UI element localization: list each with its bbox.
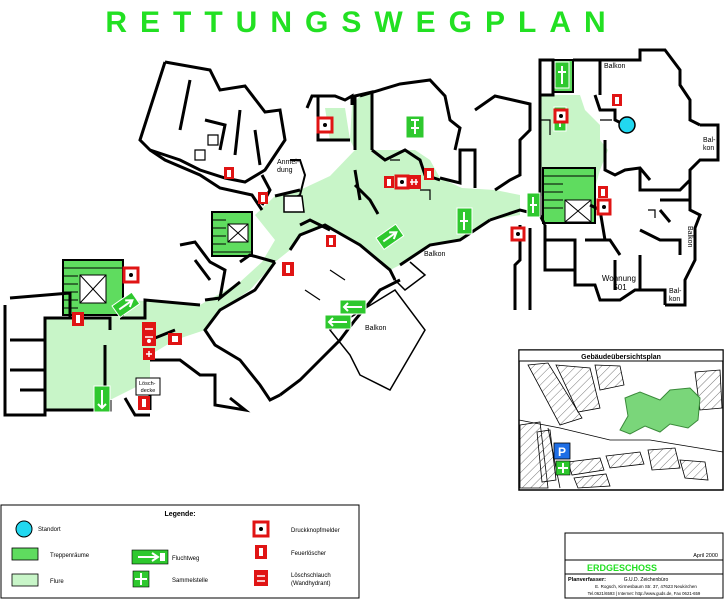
legend-standort-label: Standort <box>38 527 61 533</box>
feuerloescher-sign <box>72 312 84 326</box>
druckknopf-sign <box>394 174 410 190</box>
label-balkon-top-right: Balkon <box>604 63 626 70</box>
legend-sammelstelle-symbol <box>132 570 150 588</box>
legend: Legende: Standort Treppenräume Flure Flu… <box>0 504 360 599</box>
feuerloescher-sign <box>282 262 294 276</box>
extinguisher-signs <box>72 94 622 410</box>
floor-plan <box>3 48 720 417</box>
title-block-date: April 2000 <box>693 553 718 559</box>
legend-fluchtweg-symbol <box>131 549 169 565</box>
fluchtweg-sign <box>526 192 541 218</box>
walls <box>3 48 720 417</box>
legend-loeschschlauch-symbol <box>254 570 268 586</box>
standort-marker <box>618 116 636 134</box>
legend-standort-symbol <box>15 520 33 538</box>
druckknopf-sign <box>596 198 612 216</box>
feuerloescher-sign <box>598 186 608 198</box>
label-wohnung-line2: 501 <box>613 283 627 292</box>
parking-sign <box>553 442 571 460</box>
floor-name-box <box>564 559 724 575</box>
overview-title-bar <box>518 349 724 362</box>
label-loeschdecke-line2: decke <box>141 388 156 394</box>
overview-buildings <box>519 362 723 489</box>
label-balkon-right-mid: Balkon <box>686 226 693 248</box>
label-anmeldung: Anmel- dung <box>277 159 301 174</box>
legend-loeschschlauch-line1: Löschschlauch <box>291 573 331 579</box>
room-labels: Anmel- dung Balkon Bal- kon Balkon Balko… <box>135 63 717 396</box>
legend-flur-symbol <box>11 573 39 587</box>
fluchtweg-sign <box>375 223 405 251</box>
label-loeschdecke-line1: Lösch- <box>139 381 156 387</box>
planverfasser-label: Planverfasser: <box>568 577 606 583</box>
label-anmeldung-line1: Anmel- <box>277 159 300 166</box>
label-balkon-side-line1: Bal- <box>703 137 716 144</box>
label-wohnung: Wohnung 501 <box>602 274 638 292</box>
feuerloescher-sign <box>168 333 182 345</box>
hydrant-signs <box>142 175 421 360</box>
fluchtweg-sign <box>554 61 570 89</box>
druckknopf-sign <box>510 226 526 242</box>
overview-title: Gebäudeübersichtsplan <box>581 354 661 361</box>
legend-stair-symbol <box>11 547 39 561</box>
feuerloescher-sign <box>612 94 622 106</box>
fluchtweg-sign <box>405 115 425 139</box>
fluchtweg-sign <box>111 291 141 319</box>
legend-frame <box>0 504 360 599</box>
druckknopf-sign <box>553 108 569 124</box>
interior-details <box>194 119 656 301</box>
feuerloescher-sign <box>224 167 234 179</box>
label-wohnung-line1: Wohnung <box>602 274 636 283</box>
legend-feuerloescher-symbol <box>255 545 267 559</box>
floor-name: ERDGESCHOSS <box>587 563 657 573</box>
label-balkon-side-line2: kon <box>703 145 714 152</box>
druckknopf-sign <box>316 116 334 134</box>
feuerloescher-sign <box>424 168 434 180</box>
legend-feuerloescher-label: Feuerlöscher <box>291 551 326 557</box>
plan-title: RETTUNGSWEGPLAN <box>105 6 618 39</box>
title-block: April 2000 ERDGESCHOSS Planverfasser: G.… <box>564 532 724 599</box>
legend-stair-label: Treppenräume <box>50 553 90 559</box>
druckknopf-sign <box>122 266 140 284</box>
fluchtweg-sign <box>93 385 111 413</box>
loeschdecke-box <box>135 377 161 396</box>
fluchtweg-sign <box>456 207 473 235</box>
fluchtweg-sign <box>339 299 367 315</box>
legend-druckknopf-label: Druckknopfmelder <box>291 528 340 534</box>
fluchtweg-sign <box>324 314 352 330</box>
loeschschlauch-sign <box>142 322 156 346</box>
sammelstelle-marker <box>555 460 571 476</box>
stair-hatching <box>63 175 595 309</box>
label-balkon-mid: Balkon <box>365 325 387 332</box>
overview-main-building <box>619 387 701 435</box>
legend-druckknopf-symbol <box>252 520 270 538</box>
feuerloescher-sign <box>258 192 268 204</box>
feuerloescher-sign <box>138 396 150 410</box>
parking-label: P <box>558 445 566 459</box>
legend-fluchtweg-label: Fluchtweg <box>172 556 199 562</box>
company-address: E. Rogsch, Kirmesbaum Str. 37, 47623 Neu… <box>595 584 697 589</box>
company-name: G.U.D. Zeichenbüro <box>624 577 669 583</box>
feuerloescher-sign <box>326 235 336 247</box>
company-contact: Tel.0621/6593 | Internet: http://www.gud… <box>588 591 701 596</box>
loeschschlauch-sign <box>407 175 421 189</box>
legend-loeschschlauch-line2: (Wandhydrant) <box>291 581 330 587</box>
label-loeschdecke: Lösch- decke <box>139 381 157 394</box>
loeschschlauch-sign <box>143 348 155 360</box>
label-balkon-side-right: Bal- kon <box>703 137 717 152</box>
label-balkon-low-line2: kon <box>669 296 680 303</box>
legend-sammelstelle-label: Sammelstelle <box>172 578 209 584</box>
overview-plan: Gebäudeübersichtsplan P <box>518 349 724 491</box>
label-balkon-low-line1: Bal- <box>669 288 682 295</box>
legend-title: Legende: <box>164 511 195 518</box>
label-anmeldung-line2: dung <box>277 167 293 174</box>
legend-loeschschlauch-label: Löschschlauch (Wandhydrant) <box>291 573 332 587</box>
label-balkon-center: Balkon <box>424 251 446 258</box>
legend-flur-label: Flure <box>50 579 64 585</box>
feuerloescher-sign <box>384 176 394 188</box>
label-balkon-right-low: Bal- kon <box>669 288 683 303</box>
